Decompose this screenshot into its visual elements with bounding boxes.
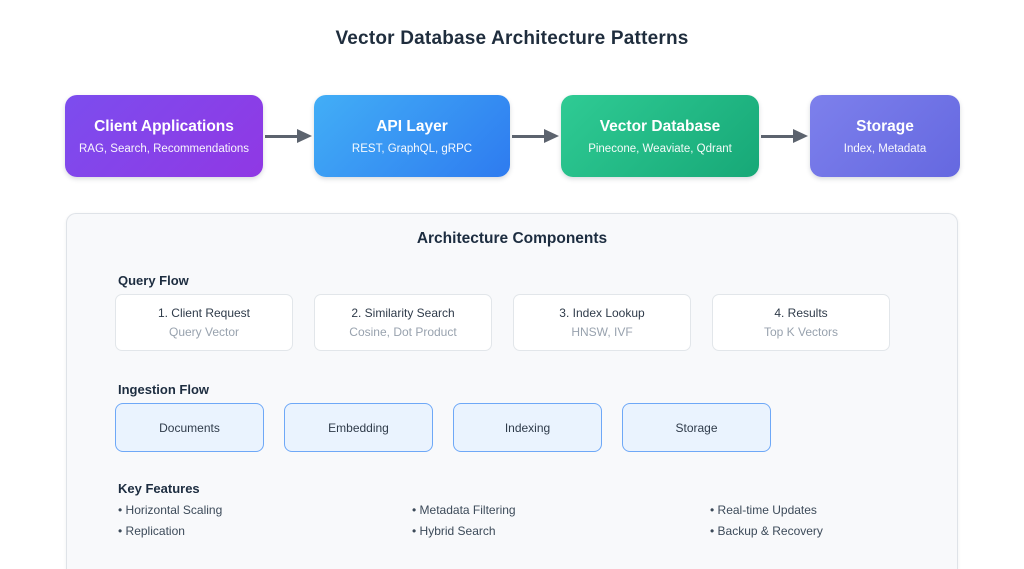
architecture-components-panel: Architecture Components Query Flow 1. Cl… bbox=[66, 213, 958, 569]
flow-node-subtitle: RAG, Search, Recommendations bbox=[78, 142, 250, 155]
key-feature-item: Real-time Updates bbox=[710, 503, 908, 517]
query-step-subtitle: Query Vector bbox=[168, 325, 240, 339]
query-step-subtitle: Cosine, Dot Product bbox=[349, 325, 457, 339]
page-title: Vector Database Architecture Patterns bbox=[335, 28, 689, 49]
architecture-flow-diagram: Client Applications RAG, Search, Recomme… bbox=[65, 95, 960, 177]
right-arrow-icon bbox=[263, 129, 314, 143]
panel-title: Architecture Components bbox=[416, 230, 608, 247]
key-features-list: Horizontal Scaling Metadata Filtering Re… bbox=[118, 503, 908, 538]
flow-node-client-applications: Client Applications RAG, Search, Recomme… bbox=[65, 95, 263, 177]
flow-node-subtitle: REST, GraphQL, gRPC bbox=[351, 142, 473, 155]
query-step-title: 2. Similarity Search bbox=[351, 306, 455, 320]
flow-node-title: Client Applications bbox=[94, 117, 234, 135]
query-step-subtitle: HNSW, IVF bbox=[571, 325, 633, 339]
ingestion-stage-storage: Storage bbox=[622, 403, 771, 452]
ingestion-stage-embedding: Embedding bbox=[284, 403, 433, 452]
query-step-title: 1. Client Request bbox=[157, 306, 251, 320]
key-features-heading: Key Features bbox=[118, 481, 200, 496]
query-step-title: 3. Index Lookup bbox=[559, 306, 645, 320]
query-step-title: 4. Results bbox=[774, 306, 828, 320]
flow-node-subtitle: Pinecone, Weaviate, Qdrant bbox=[588, 142, 732, 155]
flow-node-vector-database: Vector Database Pinecone, Weaviate, Qdra… bbox=[561, 95, 759, 177]
key-feature-item: Backup & Recovery bbox=[710, 524, 908, 538]
query-step-index-lookup: 3. Index Lookup HNSW, IVF bbox=[513, 294, 691, 351]
key-feature-item: Replication bbox=[118, 524, 412, 538]
flow-node-subtitle: Index, Metadata bbox=[843, 142, 927, 155]
query-step-subtitle: Top K Vectors bbox=[763, 325, 839, 339]
ingestion-flow-heading: Ingestion Flow bbox=[118, 382, 209, 397]
ingestion-stage-documents: Documents bbox=[115, 403, 264, 452]
ingestion-flow-stages: Documents Embedding Indexing Storage bbox=[115, 403, 771, 452]
query-flow-steps: 1. Client Request Query Vector 2. Simila… bbox=[115, 294, 891, 351]
right-arrow-icon bbox=[759, 129, 810, 143]
flow-node-api-layer: API Layer REST, GraphQL, gRPC bbox=[314, 95, 510, 177]
ingestion-stage-indexing: Indexing bbox=[453, 403, 602, 452]
flow-node-title: API Layer bbox=[376, 117, 448, 135]
right-arrow-icon bbox=[510, 129, 561, 143]
query-flow-heading: Query Flow bbox=[118, 273, 189, 288]
flow-node-title: Vector Database bbox=[599, 117, 721, 135]
key-feature-item: Horizontal Scaling bbox=[118, 503, 412, 517]
key-feature-item: Metadata Filtering bbox=[412, 503, 710, 517]
flow-node-storage: Storage Index, Metadata bbox=[810, 95, 960, 177]
query-step-results: 4. Results Top K Vectors bbox=[712, 294, 890, 351]
query-step-client-request: 1. Client Request Query Vector bbox=[115, 294, 293, 351]
flow-node-title: Storage bbox=[856, 117, 914, 135]
key-feature-item: Hybrid Search bbox=[412, 524, 710, 538]
query-step-similarity-search: 2. Similarity Search Cosine, Dot Product bbox=[314, 294, 492, 351]
